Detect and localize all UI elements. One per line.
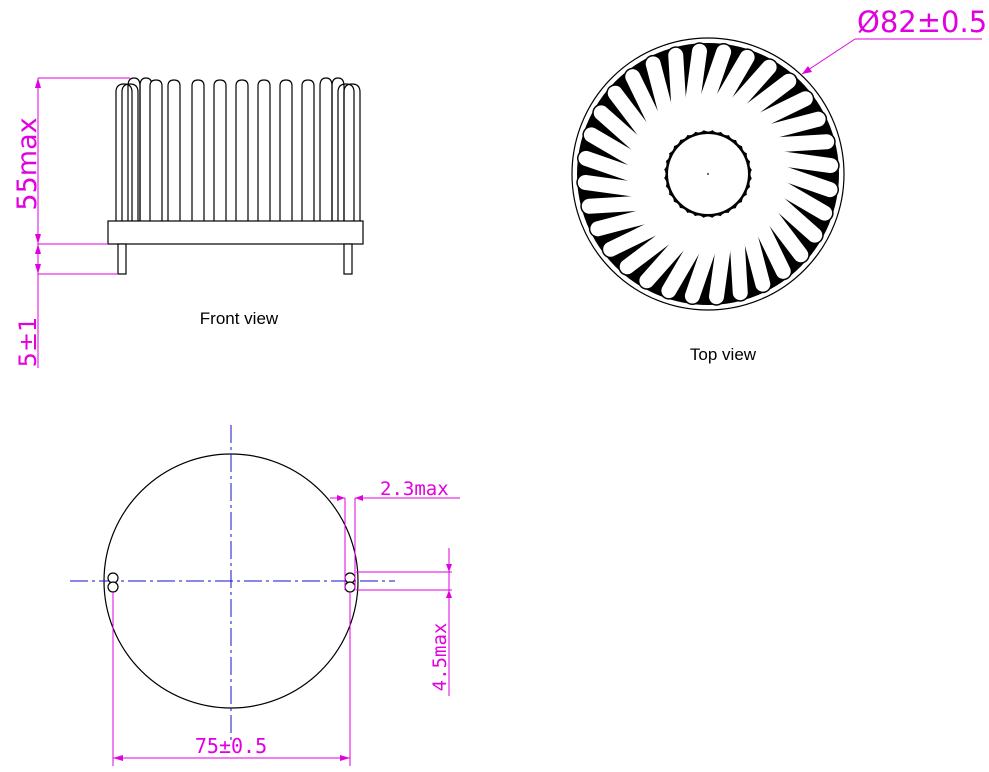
top-winding-11 (590, 201, 681, 237)
top-winding-10 (603, 207, 688, 257)
bottom-view-pin-diameter-label: 2.3max (380, 478, 449, 500)
top-winding-15 (583, 127, 666, 182)
front-coil-4 (235, 79, 249, 221)
top-winding-13 (577, 174, 670, 201)
top-winding-7 (661, 216, 716, 299)
top-winding-6 (684, 215, 726, 304)
top-winding-22 (690, 44, 732, 133)
bottom-view-pin-right-b (344, 581, 356, 593)
bottom-view-spacing-dimension (112, 592, 351, 766)
top-winding-24 (710, 59, 777, 133)
top-winding-30 (749, 156, 838, 198)
front-coil-back-2 (319, 77, 333, 221)
front-coil-3 (213, 79, 227, 221)
front-view: 55max 5±1 Front view (12, 77, 364, 368)
front-view-pin-left (117, 243, 127, 275)
front-view-base-plate (107, 220, 364, 245)
top-winding-4 (728, 208, 748, 301)
front-view-caption: Front view (200, 309, 279, 328)
bottom-view-spacing-label: 75±0.5 (195, 734, 267, 758)
top-view-diameter-label: Ø82±0.5 (857, 5, 987, 39)
front-coil-5 (257, 79, 271, 221)
top-winding-17 (607, 85, 670, 163)
top-winding-28 (742, 134, 835, 154)
top-winding-31 (750, 166, 833, 221)
front-coil-1 (167, 79, 181, 221)
top-winding-9 (619, 212, 697, 275)
bottom-view-pin-pitch-label: 4.5max (429, 623, 451, 692)
top-winding-3 (735, 201, 771, 292)
top-winding-25 (719, 73, 797, 136)
front-coil-back-3 (331, 77, 345, 221)
top-view-caption: Top view (690, 345, 757, 364)
top-view-windings (576, 42, 840, 306)
top-winding-16 (593, 105, 667, 172)
bottom-view-pin-pitch-dimension (356, 548, 452, 696)
front-view-pin-label: 5±1 (14, 317, 42, 368)
front-coil-2 (191, 79, 205, 221)
front-view-height-dimension (35, 77, 130, 245)
front-view-pin-dimension (35, 244, 118, 368)
top-winding-0 (749, 176, 823, 243)
front-view-pin-right (343, 243, 353, 275)
top-winding-8 (639, 215, 706, 289)
top-winding-14 (578, 150, 667, 192)
front-coil-side-2 (337, 83, 355, 221)
top-view-diameter-dimension (801, 38, 982, 75)
front-coil-0 (149, 79, 163, 221)
top-winding-18 (625, 69, 675, 154)
front-coil-side-0 (115, 83, 133, 221)
front-coil-side-1 (121, 83, 139, 221)
top-winding-23 (700, 49, 755, 132)
top-winding-5 (708, 212, 735, 305)
bottom-view-centerlines (70, 425, 395, 740)
top-winding-20 (668, 47, 688, 140)
front-view-height-label: 55max (12, 117, 43, 210)
top-winding-29 (746, 147, 839, 174)
top-winding-27 (735, 111, 826, 147)
front-coil-6 (279, 79, 293, 221)
top-winding-2 (741, 194, 791, 279)
bottom-view: 2.3max 4.5max 75±0.5 (70, 425, 460, 766)
bottom-view-pin-diameter-dimension (330, 495, 460, 590)
front-coil-7 (301, 79, 315, 221)
top-view: Ø82±0.5 Top view (571, 5, 987, 364)
top-view-center-mark (707, 173, 709, 175)
top-winding-12 (581, 194, 674, 214)
bottom-view-pin-left-b (107, 581, 119, 593)
top-winding-1 (746, 185, 809, 263)
front-coil-side-3 (343, 83, 361, 221)
top-winding-19 (645, 56, 681, 147)
top-winding-26 (728, 91, 813, 141)
top-winding-21 (681, 43, 708, 136)
front-view-coil-windings (115, 77, 361, 221)
